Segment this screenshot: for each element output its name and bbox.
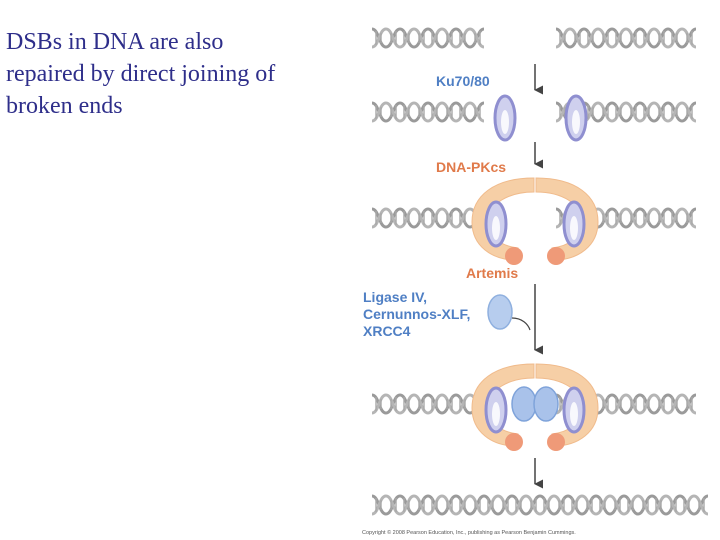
- dna-pkcs-label: DNA-PKcs: [436, 159, 506, 175]
- copyright-notice: Copyright © 2008 Pearson Education, Inc.…: [362, 529, 576, 536]
- ku-ring-right: [564, 94, 588, 142]
- dna-pkcs-left: [372, 209, 484, 227]
- dna-rejoined: [372, 494, 710, 516]
- ku-label: Ku70/80: [436, 73, 490, 89]
- ku-ring-right-3: [562, 200, 586, 248]
- title-line-2: repaired by direct joining of: [6, 61, 276, 87]
- ku-ring-left-4: [484, 386, 508, 434]
- title-line-1: DSBs in DNA are also: [6, 29, 224, 55]
- ligase-label-line-2: Cernunnos-XLF,: [363, 306, 470, 322]
- ku-ring-right-4: [562, 386, 586, 434]
- ligase-left: [511, 386, 537, 422]
- ligase-label-line-3: XRCC4: [363, 323, 411, 339]
- dna-broken-left-1: [372, 29, 484, 47]
- slide-title: DSBs in DNA are also repaired by direct …: [6, 26, 356, 122]
- ligase-complex-icon: [487, 294, 513, 330]
- ku-ring-left: [493, 94, 517, 142]
- title-line-3: broken ends: [6, 93, 123, 119]
- dna-broken-right-1: [556, 29, 696, 47]
- ku-ring-left-3: [484, 200, 508, 248]
- dna-ligase-left: [372, 395, 484, 413]
- ligase-binding-arrow: [511, 317, 531, 331]
- dna-ku-left: [372, 103, 484, 121]
- ligase-right: [533, 386, 559, 422]
- ligase-label-line-1: Ligase IV,: [363, 289, 427, 305]
- artemis-label: Artemis: [466, 265, 518, 281]
